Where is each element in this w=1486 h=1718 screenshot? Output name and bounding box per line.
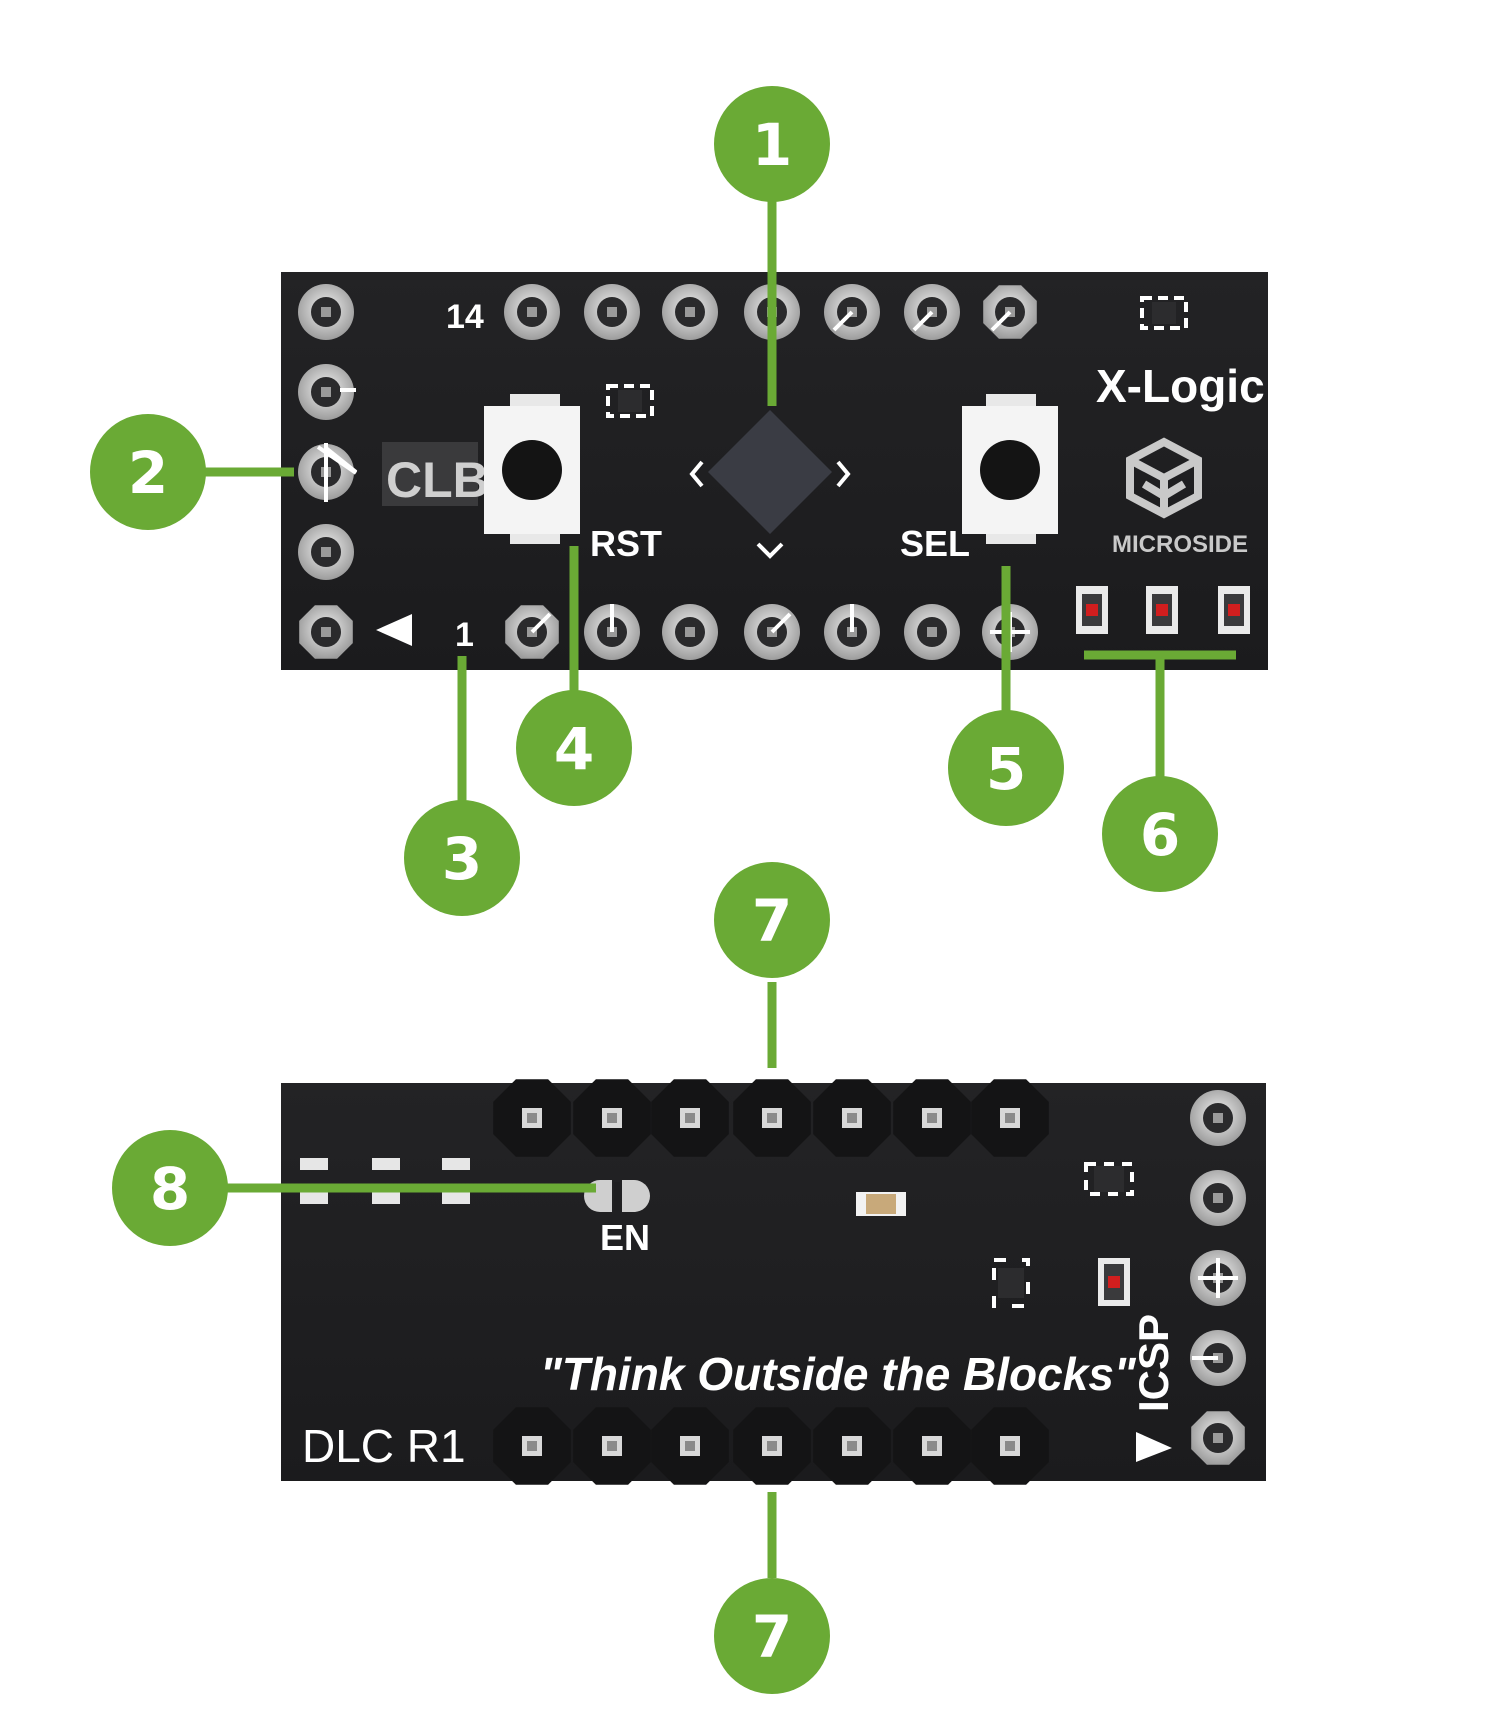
led-icon xyxy=(1076,586,1108,634)
led-icon xyxy=(1218,586,1250,634)
callout-8: 8 xyxy=(112,1130,228,1246)
callout-number: 6 xyxy=(1140,801,1180,869)
mcu-chip xyxy=(689,410,851,559)
bottom-board: EN "Think Outside the Blocks" DLC R1 ICS… xyxy=(281,1079,1266,1485)
pin-header xyxy=(651,1407,729,1485)
left-smd-pads xyxy=(300,1158,470,1204)
smd-component-top-right-icon xyxy=(1140,296,1188,330)
pad-crosshair-marks xyxy=(316,388,358,502)
icsp-arrow-icon xyxy=(1136,1432,1172,1462)
led-icon xyxy=(1146,586,1178,634)
microside-logo-text: MICROSIDE xyxy=(1112,531,1248,558)
pin-header xyxy=(573,1407,651,1485)
pin-header xyxy=(971,1407,1049,1485)
side-pad xyxy=(298,284,354,340)
clb-label: CLB xyxy=(386,452,489,508)
pin-header xyxy=(733,1407,811,1485)
pin-header xyxy=(893,1407,971,1485)
pin-header xyxy=(651,1079,729,1157)
icsp-label: ICSP xyxy=(1130,1314,1177,1412)
header-pad xyxy=(904,604,960,660)
top-header-pads xyxy=(324,284,1037,340)
header-pad xyxy=(662,604,718,660)
callout-leader-lines xyxy=(200,190,1236,1578)
slogan-text: "Think Outside the Blocks" xyxy=(540,1348,1137,1400)
status-leds xyxy=(1076,586,1250,634)
bottom-header-pads xyxy=(324,604,1038,660)
pin-header xyxy=(813,1079,891,1157)
model-label: DLC R1 xyxy=(302,1420,466,1472)
icsp-pad xyxy=(1190,1090,1246,1146)
callout-6: 6 xyxy=(1102,776,1218,892)
en-jumper[interactable] xyxy=(584,1180,650,1212)
header-pad xyxy=(584,284,640,340)
callouts: 1 2 3 4 5 6 7 7 8 xyxy=(90,86,1218,1694)
side-pad xyxy=(298,364,354,420)
pin-header xyxy=(493,1079,571,1157)
smd-component-icon xyxy=(606,384,654,418)
en-label: EN xyxy=(600,1217,650,1258)
header-pad xyxy=(504,284,560,340)
icsp-tick-marks xyxy=(1192,1258,1238,1360)
smd-parts-right xyxy=(992,1162,1134,1308)
brand-label: X-Logic xyxy=(1096,360,1265,412)
callout-7: 7 xyxy=(714,1578,830,1694)
header-pad xyxy=(662,284,718,340)
sel-label: SEL xyxy=(900,523,970,564)
top-pin-headers xyxy=(493,1079,1049,1157)
bottom-pin-headers xyxy=(493,1407,1049,1485)
pin-header xyxy=(733,1079,811,1157)
pin-header xyxy=(493,1407,571,1485)
callout-number: 7 xyxy=(752,1603,792,1671)
side-pad xyxy=(298,524,354,580)
callout-number: 2 xyxy=(128,439,168,507)
clb-label-bg xyxy=(382,442,478,506)
pin-label-14: 14 xyxy=(446,298,484,336)
callout-7: 7 xyxy=(714,862,830,978)
capacitor xyxy=(856,1192,906,1216)
microside-logo-icon xyxy=(1126,437,1202,519)
sel-button[interactable] xyxy=(962,394,1058,544)
callout-number: 5 xyxy=(986,735,1026,803)
pin-header xyxy=(971,1079,1049,1157)
rst-label: RST xyxy=(590,523,662,564)
pin1-arrow-icon xyxy=(376,614,412,646)
callout-4: 4 xyxy=(516,690,632,806)
callout-number: 4 xyxy=(554,715,594,783)
callout-5: 5 xyxy=(948,710,1064,826)
rst-button[interactable] xyxy=(484,394,580,544)
side-pad xyxy=(299,605,353,659)
callout-number: 3 xyxy=(442,825,482,893)
pin-header xyxy=(813,1407,891,1485)
callout-1: 1 xyxy=(714,86,830,202)
icsp-pad xyxy=(1190,1170,1246,1226)
icsp-pad xyxy=(1191,1411,1245,1465)
icsp-pads xyxy=(1190,1090,1246,1465)
pin-header xyxy=(893,1079,971,1157)
pin-header xyxy=(573,1079,651,1157)
pin-label-1: 1 xyxy=(455,616,474,654)
callout-2: 2 xyxy=(90,414,206,530)
callout-3: 3 xyxy=(404,800,520,916)
callout-number: 1 xyxy=(752,111,792,179)
icsp-label-group: ICSP xyxy=(1130,1314,1177,1412)
callout-number: 8 xyxy=(150,1155,190,1223)
callout-number: 7 xyxy=(752,887,792,955)
